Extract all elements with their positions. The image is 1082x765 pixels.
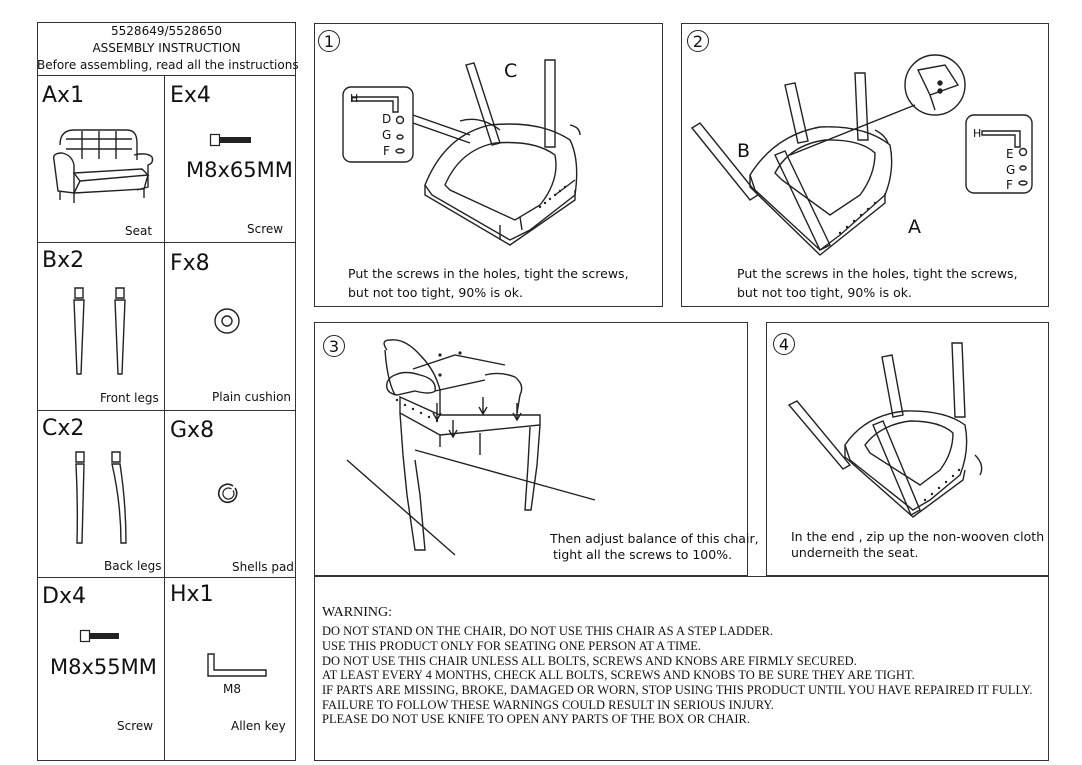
seat-drawing [52,129,154,203]
warning-line-1: DO NOT STAND ON THE CHAIR, DO NOT USE TH… [322,624,774,638]
part-label-c: Back legs [104,559,162,573]
step-3-text-line2: tight all the screws to 100%. [553,547,733,562]
parts-grid-divider-v [164,76,165,761]
part-code-c: Cx2 [42,416,85,441]
screw-d-icon [79,629,119,643]
step-2-illustration [690,54,1033,256]
part-label-h: Allen key [231,719,286,733]
shells-pad-icon [217,483,238,504]
plain-cushion-icon [214,308,240,334]
callout-a: A [908,216,921,238]
warning-line-7: PLEASE DO NOT USE KNIFE TO OPEN ANY PART… [322,712,751,726]
warning-heading: WARNING: [322,605,392,620]
callout-d: D [382,112,392,126]
callout-c: C [504,60,518,82]
warning-line-3: DO NOT USE THIS CHAIR UNLESS ALL BOLTS, … [322,654,857,668]
part-code-h: Hx1 [170,582,214,607]
front-legs-drawing [73,287,126,375]
header-cell [37,22,296,76]
step-3-illustration [346,339,596,556]
parts-grid-divider-h2 [37,410,296,411]
part-size-d: M8x55MM [50,655,157,679]
step-2-text-line2: but not too tight, 90% is ok. [737,285,912,300]
callout-h-2: H [973,127,982,140]
part-code-d: Dx4 [42,584,86,609]
callout-e: E [1006,147,1014,161]
step-1-number: 1 [318,30,340,52]
warning-line-2: USE THIS PRODUCT ONLY FOR SEATING ONE PE… [322,639,702,653]
part-label-b: Front legs [100,391,159,405]
back-legs-drawing [75,451,127,544]
step-1-illustration [342,59,581,246]
callout-h-1: H [350,92,359,105]
step-3-panel [314,322,748,576]
callout-g-1: G [382,128,392,142]
assembly-title: ASSEMBLY INSTRUCTION [92,41,241,55]
allen-key-icon [207,653,267,677]
part-code-f: Fx8 [170,251,210,276]
step-1-panel [314,23,663,307]
step-1-text-line2: but not too tight, 90% is ok. [348,285,523,300]
step-4-number: 4 [773,333,795,355]
step-3-text-line1: Then adjust balance of this chair, [550,531,759,546]
step-2-text-line1: Put the screws in the holes, tight the s… [737,266,1018,281]
part-label-g: Shells pad [232,560,294,574]
model-number: 5528649/5528650 [111,24,222,38]
step-4-text-line2: underneith the seat. [791,545,919,560]
part-label-d: Screw [117,719,154,733]
step-1-text-line1: Put the screws in the holes, tight the s… [348,266,629,281]
warning-line-4: AT LEAST EVERY 4 MONTHS, CHECK ALL BOLTS… [322,668,915,682]
callout-g-2: G [1006,163,1016,177]
step-4-panel [766,322,1049,576]
step-4-text-line1: In the end , zip up the non-wooven cloth [791,529,1045,544]
warning-line-5: IF PARTS ARE MISSING, BROKE, DAMAGED OR … [322,683,1033,697]
step-3-number: 3 [323,335,345,357]
part-code-a: Ax1 [42,83,85,108]
step-2-number: 2 [687,30,709,52]
step-4-illustration [787,342,983,518]
warning-line-6: FAILURE TO FOLLOW THESE WARNINGS COULD R… [322,698,774,712]
callout-f-2: F [1006,178,1013,192]
part-code-e: Ex4 [170,83,211,108]
part-size-e: M8x65MM [186,158,293,182]
part-code-b: Bx2 [42,248,85,273]
warning-panel [314,576,1049,761]
part-label-f: Plain cushion [212,390,292,404]
part-label-e: Screw [247,222,284,236]
parts-grid-divider-h1 [37,242,296,243]
parts-grid-divider-h3 [37,577,296,578]
part-code-g: Gx8 [170,418,215,443]
callout-b: B [737,140,751,162]
assembly-subtitle: Before assembling, read all the instruct… [37,58,299,72]
part-label-a: Seat [125,224,153,238]
callout-f-1: F [383,144,390,158]
step-2-panel [681,23,1049,307]
allen-key-size: M8 [223,682,241,696]
screw-e-icon [209,133,251,147]
